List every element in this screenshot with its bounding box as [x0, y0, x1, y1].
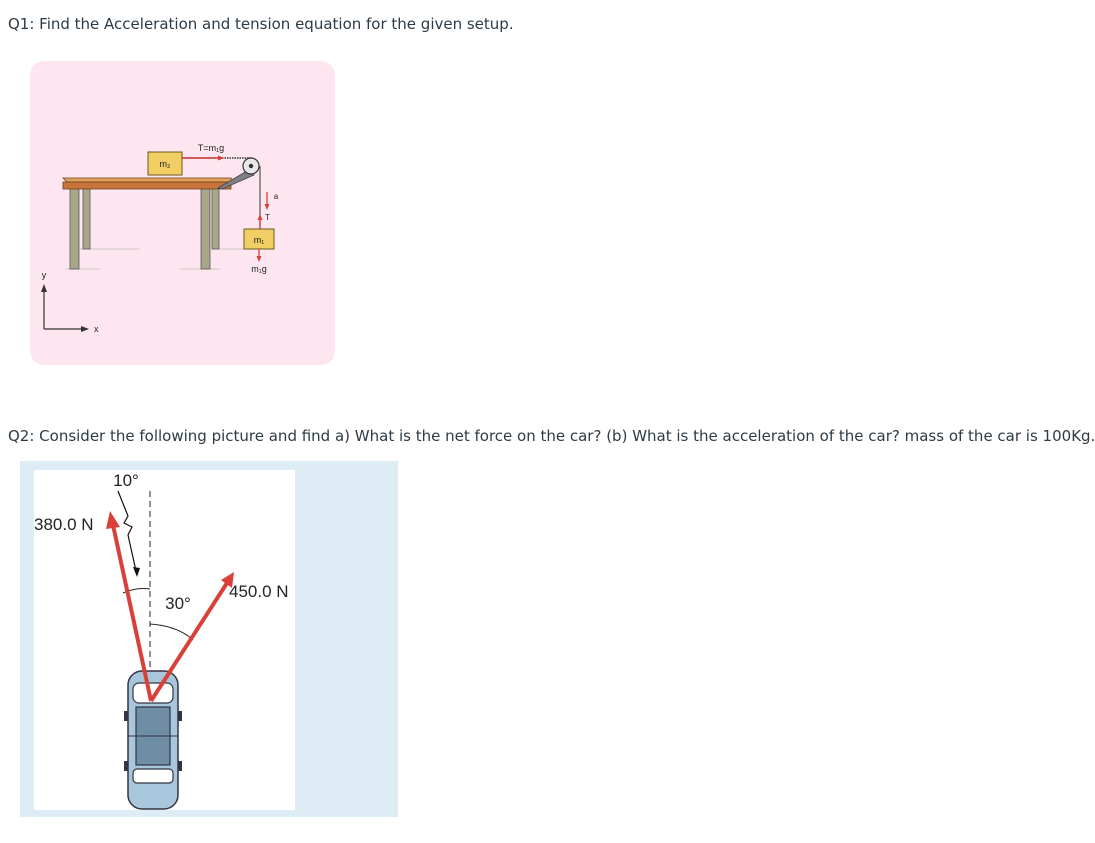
- car-forces-figure: 10° 30° 380.0 N 450.0 N: [20, 461, 398, 817]
- block-m2: [147, 151, 183, 176]
- tension-arrow-m1-head: [257, 214, 263, 220]
- question-2-text: Q2: Consider the following picture and f…: [8, 427, 1095, 445]
- x-axis-arrowhead: [81, 326, 89, 332]
- angle-10-indicator: [117, 490, 137, 572]
- table-leg: [82, 186, 91, 250]
- weight-arrow-head: [256, 256, 262, 262]
- table-top: [62, 177, 236, 183]
- table-top-edge: [62, 181, 232, 190]
- label-a: a: [274, 192, 279, 201]
- label-y: y: [42, 270, 47, 280]
- angle-10-arc: [122, 588, 151, 594]
- force-380-arrow: [111, 524, 153, 702]
- label-force-380: 380.0 N: [34, 515, 94, 534]
- label-angle-30: 30°: [165, 594, 191, 613]
- y-axis-arrowhead: [41, 284, 47, 292]
- table-leg: [200, 186, 211, 270]
- label-T: T: [265, 213, 270, 222]
- table-leg: [69, 186, 80, 270]
- label-m2: m₂: [160, 159, 171, 169]
- label-angle-10: 10°: [113, 471, 139, 490]
- label-m1: m₁: [254, 235, 265, 245]
- pulley-hub: [248, 163, 254, 169]
- figure-background: [30, 61, 335, 365]
- car-top-view: [124, 670, 182, 810]
- force-450-arrowhead: [221, 572, 234, 588]
- force-380-arrowhead: [106, 511, 120, 529]
- question-1-text: Q1: Find the Acceleration and tension eq…: [8, 15, 514, 33]
- label-x: x: [94, 324, 99, 334]
- tension-arrow-top-head: [218, 155, 224, 161]
- label-weight: m₁g: [251, 264, 267, 274]
- angle-10-indicator-head: [133, 567, 140, 577]
- label-tension-top: T=m₁g: [198, 143, 224, 153]
- acceleration-arrow-head: [264, 204, 270, 210]
- pulley-bracket: [216, 167, 255, 190]
- label-force-450: 450.0 N: [229, 582, 289, 601]
- force-450-arrow: [149, 581, 229, 703]
- table-leg: [211, 186, 220, 250]
- pulley-table-figure: m₂ T=m₁g a T m₁ m₁g y x: [30, 61, 335, 365]
